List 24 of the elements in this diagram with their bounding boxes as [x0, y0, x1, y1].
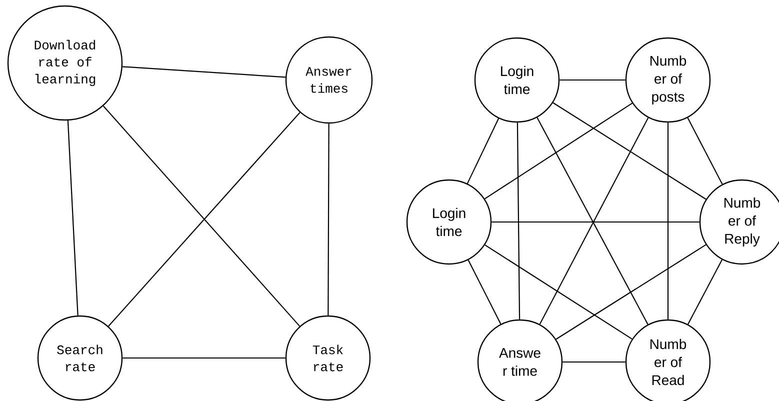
connector-line [562, 361, 626, 363]
connector-line [552, 102, 706, 200]
connector-line [468, 260, 502, 324]
connector-line [67, 120, 78, 316]
connector-line [492, 221, 700, 223]
connector-line [560, 79, 626, 81]
circle-node: Task rate [285, 315, 371, 401]
connector-line [687, 118, 723, 184]
connector-line [466, 118, 500, 184]
connector-line [687, 259, 723, 325]
connector-line [122, 66, 286, 78]
circle-node: Login time [406, 179, 492, 265]
circle-node: Answer times [285, 36, 373, 124]
connector-line [484, 102, 633, 200]
connector-line [484, 244, 632, 340]
connector-line [122, 357, 286, 359]
circle-node: Numb er of posts [625, 37, 711, 123]
circle-node: Download rate of learning [7, 5, 123, 121]
connector-line [516, 122, 520, 320]
circle-node: Search rate [37, 315, 123, 401]
circle-node: Login time [474, 37, 560, 123]
connector-line [556, 244, 706, 340]
connector-line [328, 124, 330, 316]
connector-line [667, 122, 669, 320]
